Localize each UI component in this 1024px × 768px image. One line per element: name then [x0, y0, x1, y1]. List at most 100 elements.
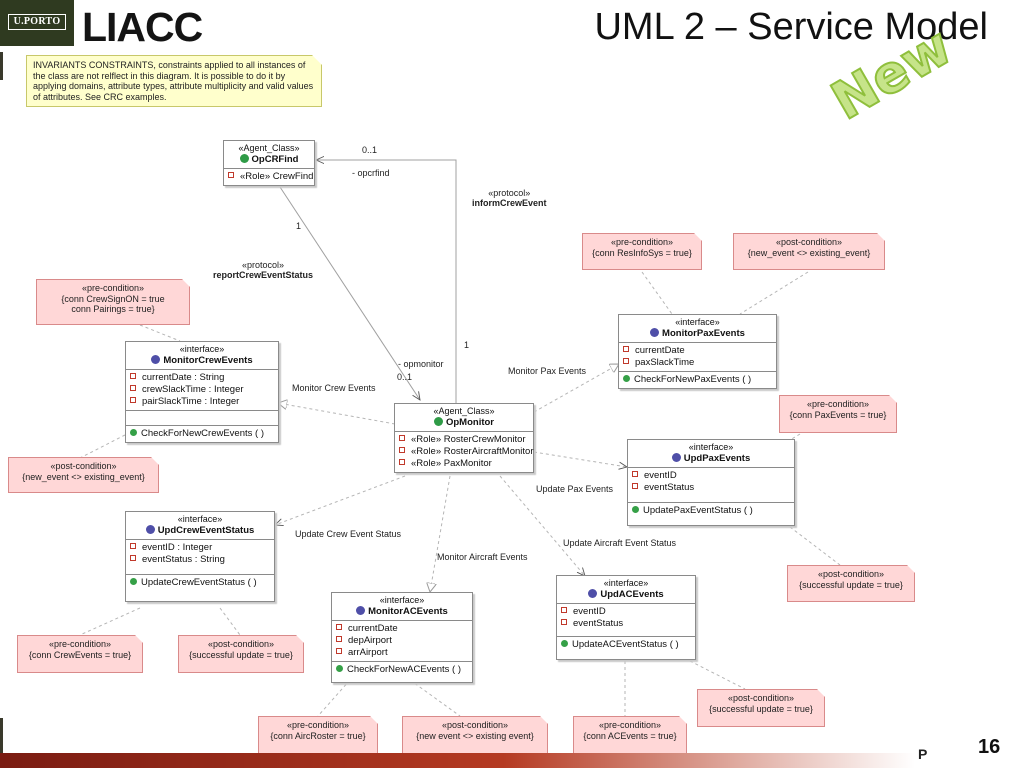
note-line: {conn ResInfoSys = true} [592, 247, 692, 258]
operation: UpdatePaxEventStatus ( ) [643, 505, 753, 516]
note-updpax-pre-condition: «pre-condition» {conn PaxEvents = true} [779, 395, 897, 433]
note-updcrew-pre-condition: «pre-condition» {conn CrewEvents = true} [17, 635, 143, 673]
operation-icon [623, 375, 630, 382]
note-line: {new event <> existing event} [416, 730, 534, 741]
interface-name: UpdACEvents [600, 588, 664, 600]
attribute-icon [228, 172, 234, 178]
attribute: arrAirport [348, 647, 388, 658]
note-stereotype: «post-condition» [50, 461, 117, 471]
attribute: eventID [573, 606, 606, 617]
interface-upd-pax-events[interactable]: «interface»UpdPaxEvents eventID eventSta… [627, 439, 795, 526]
attribute: «Role» PaxMonitor [411, 458, 492, 469]
interface-monitor-ac-events[interactable]: «interface»MonitorACEvents currentDate d… [331, 592, 473, 683]
interface-icon [151, 354, 161, 364]
edge-label-update-pax: Update Pax Events [536, 484, 614, 494]
stereotype: «Agent_Class» [433, 406, 495, 416]
attribute-icon [336, 648, 342, 654]
protocol-name: informCrewEvent [472, 198, 547, 208]
uporto-logo: U.PORTO [0, 0, 74, 46]
note-line: {conn ACEvents = true} [583, 730, 677, 741]
anchor-crew-post [79, 434, 126, 459]
footer-bar [0, 753, 915, 768]
interface-icon [145, 524, 155, 534]
operation-icon [130, 578, 137, 585]
class-opcrfind[interactable]: «Agent_Class»OpCRFind «Role» CrewFind [223, 140, 315, 186]
left-accent-bar [0, 52, 3, 80]
note-line: {conn CrewSignON = true [61, 293, 165, 304]
stereotype: «interface» [379, 595, 425, 605]
operation: CheckForNewPaxEvents ( ) [634, 374, 752, 385]
left-accent-bar-bottom [0, 718, 3, 754]
interface-upd-crew-event-status[interactable]: «interface»UpdCrewEventStatus eventID : … [125, 511, 275, 602]
attribute: currentDate [348, 623, 398, 634]
note-ac-post-condition: «post-condition» {new event <> existing … [402, 716, 548, 754]
multiplicity-label: 1 [464, 340, 470, 350]
assoc-report-line [279, 186, 420, 400]
dep-monitor-crew [278, 403, 396, 425]
assoc-inform-line [316, 160, 457, 403]
class-icon [433, 416, 443, 426]
attribute: «Role» RosterAircraftMonitor [411, 446, 534, 457]
attribute: eventStatus [573, 618, 624, 629]
protocol-stereotype: «protocol» [242, 260, 285, 270]
note-updac-post-condition: «post-condition» {successful update = tr… [697, 689, 825, 727]
note-stereotype: «pre-condition» [81, 283, 145, 293]
dep-upd-ac [499, 475, 585, 576]
operation-icon [632, 506, 639, 513]
note-pax-post-condition: «post-condition» {new_event <> existing_… [733, 233, 885, 270]
stereotype: «interface» [179, 344, 225, 354]
attribute-icon [130, 555, 136, 561]
attribute: «Role» RosterCrewMonitor [411, 434, 526, 445]
attribute-icon [399, 447, 405, 453]
attribute: pairSlackTime : Integer [142, 396, 240, 407]
note-line: {successful update = true} [709, 703, 813, 714]
stereotype: «interface» [688, 442, 734, 452]
interface-name: MonitorPaxEvents [662, 327, 745, 339]
attribute-icon [399, 435, 405, 441]
edge-label-monitor-pax: Monitor Pax Events [508, 366, 587, 376]
note-line: {successful update = true} [189, 649, 293, 660]
note-line: {new_event <> existing_event} [22, 471, 145, 482]
class-name: OpMonitor [445, 416, 494, 428]
class-name: OpCRFind [251, 153, 299, 165]
attribute: eventID [644, 470, 677, 481]
note-stereotype: «post-condition» [817, 569, 885, 579]
anchor-crew-pre [139, 324, 181, 342]
dep-upd-crew [275, 475, 406, 525]
attribute: eventID : Integer [142, 542, 213, 553]
attribute-icon [623, 346, 629, 352]
attribute-icon [623, 358, 629, 364]
edge-label-update-crew: Update Crew Event Status [295, 529, 402, 539]
interface-monitor-crew-events[interactable]: «interface»MonitorCrewEvents currentDate… [125, 341, 279, 443]
note-pax-pre-condition: «pre-condition» {conn ResInfoSys = true} [582, 233, 702, 270]
interface-upd-ac-events[interactable]: «interface»UpdACEvents eventID eventStat… [556, 575, 696, 660]
note-stereotype: «pre-condition» [286, 720, 350, 730]
note-updcrew-post-condition: «post-condition» {successful update = tr… [178, 635, 304, 673]
anchor-ac-pre [317, 679, 351, 717]
class-opmonitor[interactable]: «Agent_Class»OpMonitor «Role» RosterCrew… [394, 403, 534, 473]
note-crew-pre-condition: «pre-condition» {conn CrewSignON = true … [36, 279, 190, 325]
attribute-icon [336, 636, 342, 642]
role-label-opcrfind: - opcrfind [352, 168, 390, 178]
note-stereotype: «pre-condition» [598, 720, 662, 730]
attribute: paxSlackTime [635, 357, 695, 368]
slide-title: UML 2 – Service Model [594, 6, 988, 48]
anchor-pax-post [739, 271, 809, 315]
attribute-icon [130, 385, 136, 391]
attribute: «Role» CrewFind [240, 171, 314, 182]
anchor-updpax-pre [789, 433, 801, 441]
note-updpax-post-condition: «post-condition» {successful update = tr… [787, 565, 915, 602]
note-stereotype: «post-condition» [441, 720, 509, 730]
footer-letter: P [918, 746, 928, 762]
note-line: {new_event <> existing_event} [747, 247, 871, 258]
note-line: {successful update = true} [799, 579, 903, 590]
attribute-icon [632, 483, 638, 489]
operation-icon [130, 429, 137, 436]
dep-monitor-pax [533, 364, 619, 413]
protocol-label-inform: «protocol» informCrewEvent [472, 188, 547, 208]
multiplicity-label: 1 [296, 221, 302, 231]
operation: UpdateCrewEventStatus ( ) [141, 577, 257, 588]
interface-monitor-pax-events[interactable]: «interface»MonitorPaxEvents currentDate … [618, 314, 777, 389]
dep-monitor-ac [430, 475, 451, 592]
